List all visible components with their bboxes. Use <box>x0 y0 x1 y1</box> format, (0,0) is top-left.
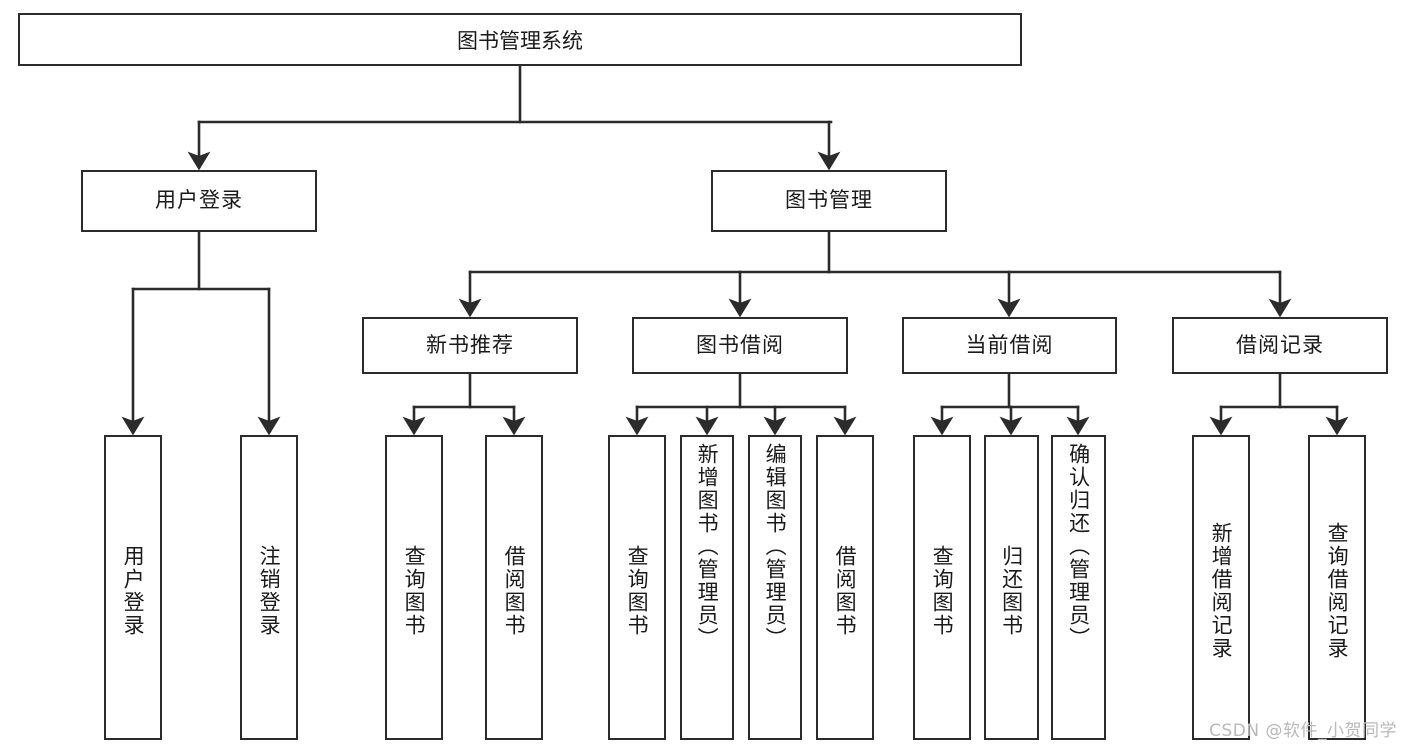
node-label: 图书管理 <box>785 188 873 213</box>
node-leaf[interactable]: 查询图书 <box>608 435 666 740</box>
csdn-watermark: CSDN @软件_小贺同学 <box>1209 721 1397 741</box>
node-level2[interactable]: 用户登录 <box>81 170 317 232</box>
node-label-vertical: 编辑图书（管理员） <box>763 443 788 650</box>
node-label-vertical: 确认归还（管理员） <box>1066 443 1091 650</box>
node-leaf[interactable]: 借阅图书 <box>816 435 874 740</box>
node-leaf[interactable]: 新增借阅记录 <box>1192 435 1250 740</box>
node-label-vertical: 查询图书 <box>930 544 955 637</box>
node-level2[interactable]: 图书管理 <box>711 170 947 232</box>
node-leaf[interactable]: 查询借阅记录 <box>1308 435 1366 740</box>
node-leaf[interactable]: 新增图书（管理员） <box>680 435 734 740</box>
node-label-vertical: 归还图书 <box>999 544 1024 637</box>
node-label-vertical: 新增借阅记录 <box>1209 521 1234 660</box>
node-label: 新书推荐 <box>426 332 514 357</box>
leaf-inner: 借阅图书 <box>487 443 541 738</box>
node-label: 用户登录 <box>155 188 243 213</box>
leaf-inner: 借阅图书 <box>818 443 872 738</box>
leaf-inner: 注销登录 <box>242 443 296 738</box>
node-label-vertical: 查询图书 <box>402 544 427 637</box>
node-label: 图书管理系统 <box>457 28 583 53</box>
leaf-inner: 查询图书 <box>915 443 969 738</box>
node-leaf[interactable]: 查询图书 <box>913 435 971 740</box>
node-label: 图书借阅 <box>696 332 784 357</box>
leaf-inner: 用户登录 <box>106 443 160 738</box>
node-label-vertical: 新增图书（管理员） <box>695 443 720 650</box>
node-label: 借阅记录 <box>1236 332 1324 357</box>
node-leaf[interactable]: 借阅图书 <box>485 435 543 740</box>
node-leaf[interactable]: 编辑图书（管理员） <box>748 435 802 740</box>
leaf-inner: 确认归还（管理员） <box>1053 443 1104 738</box>
node-label-vertical: 查询图书 <box>625 544 650 637</box>
node-leaf[interactable]: 查询图书 <box>385 435 443 740</box>
node-leaf[interactable]: 确认归还（管理员） <box>1051 435 1106 740</box>
node-label-vertical: 借阅图书 <box>833 544 858 637</box>
node-label: 当前借阅 <box>965 332 1054 357</box>
leaf-inner: 编辑图书（管理员） <box>750 443 800 738</box>
leaf-inner: 查询图书 <box>610 443 664 738</box>
leaf-inner: 新增图书（管理员） <box>682 443 732 738</box>
leaf-inner: 归还图书 <box>986 443 1037 738</box>
node-label-vertical: 注销登录 <box>257 544 282 637</box>
node-level3[interactable]: 新书推荐 <box>362 317 578 374</box>
node-level3[interactable]: 当前借阅 <box>902 317 1117 374</box>
leaf-inner: 查询借阅记录 <box>1310 443 1364 738</box>
node-level3[interactable]: 借阅记录 <box>1172 317 1388 374</box>
node-leaf[interactable]: 归还图书 <box>984 435 1039 740</box>
node-label-vertical: 查询借阅记录 <box>1325 521 1350 660</box>
node-leaf[interactable]: 注销登录 <box>240 435 298 740</box>
leaf-inner: 查询图书 <box>387 443 441 738</box>
node-level3[interactable]: 图书借阅 <box>632 317 848 374</box>
node-label-vertical: 用户登录 <box>121 544 146 637</box>
node-leaf[interactable]: 用户登录 <box>104 435 162 740</box>
leaf-inner: 新增借阅记录 <box>1194 443 1248 738</box>
node-root[interactable]: 图书管理系统 <box>18 13 1022 66</box>
node-label-vertical: 借阅图书 <box>502 544 527 637</box>
